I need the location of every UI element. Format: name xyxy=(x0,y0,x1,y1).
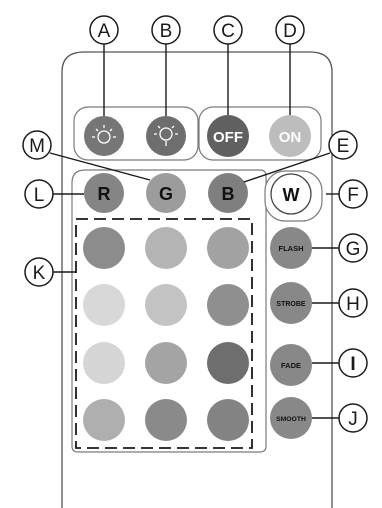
callout-b-circle xyxy=(151,15,181,45)
brightness-down-button-face[interactable] xyxy=(84,116,124,156)
callout-g-circle xyxy=(338,233,368,263)
brightness-down-icon xyxy=(92,125,116,144)
color-button-r2-c3[interactable] xyxy=(207,284,249,326)
callout-a: A xyxy=(89,15,119,45)
callout-b: B xyxy=(151,15,181,45)
blue-button-label: B xyxy=(222,184,235,204)
callout-i-circle xyxy=(338,348,368,378)
brightness-up-button[interactable] xyxy=(146,116,186,156)
off-button-label: OFF xyxy=(213,129,243,146)
callout-l-circle xyxy=(24,179,54,209)
remote-body-outline xyxy=(61,51,333,508)
color-button-r4-c1[interactable] xyxy=(83,399,125,441)
color-grid-region xyxy=(75,218,253,449)
green-button-face[interactable] xyxy=(146,173,186,213)
callout-k: K xyxy=(24,257,54,287)
callout-a-letter: A xyxy=(98,21,111,42)
callout-l: L xyxy=(24,179,54,209)
smooth-button-face[interactable] xyxy=(270,397,312,439)
callout-j-circle xyxy=(338,403,368,433)
brightness-down-button[interactable] xyxy=(84,116,124,156)
strobe-button-label: STROBE xyxy=(276,301,306,308)
callout-f: F xyxy=(338,179,368,209)
red-button-face[interactable] xyxy=(84,173,124,213)
white-button[interactable]: W xyxy=(270,173,312,215)
red-button[interactable]: R xyxy=(84,173,124,213)
leader-line-m xyxy=(49,152,151,181)
callout-d: D xyxy=(275,15,305,45)
brightness-up-button-face[interactable] xyxy=(146,116,186,156)
color-button-r4-c2[interactable] xyxy=(145,399,187,441)
callout-j: J xyxy=(338,403,368,433)
flash-button[interactable]: FLASH xyxy=(270,227,312,269)
callout-e-letter: E xyxy=(337,136,350,157)
blue-button[interactable]: B xyxy=(208,173,248,213)
color-button-r2-c1[interactable] xyxy=(83,284,125,326)
smooth-button[interactable]: SMOOTH xyxy=(270,397,312,439)
callout-m-circle xyxy=(22,130,52,160)
color-button-r1-c2[interactable] xyxy=(145,227,187,269)
callout-i-letter: I xyxy=(350,354,355,375)
blue-button-face[interactable] xyxy=(208,173,248,213)
color-button-r3-c1[interactable] xyxy=(83,342,125,384)
callout-c-circle xyxy=(213,15,243,45)
callout-g-letter: G xyxy=(346,239,361,260)
color-button-r3-c2[interactable] xyxy=(145,342,187,384)
callout-m: M xyxy=(22,130,52,160)
callout-k-circle xyxy=(24,257,54,287)
strobe-button-face[interactable] xyxy=(270,282,312,324)
callout-e: E xyxy=(328,130,358,160)
callout-f-letter: F xyxy=(347,185,359,206)
leader-lines xyxy=(49,44,339,419)
callout-d-letter: D xyxy=(283,21,297,42)
callout-c-letter: C xyxy=(221,21,235,42)
color-button-r3-c3[interactable] xyxy=(207,342,249,384)
off-button[interactable]: OFF xyxy=(207,115,249,157)
callout-c: C xyxy=(213,15,243,45)
on-button-label: ON xyxy=(279,129,302,146)
callout-j-letter: J xyxy=(348,409,358,430)
fade-button-face[interactable] xyxy=(270,344,312,386)
callout-i: I xyxy=(338,348,368,378)
callout-h-circle xyxy=(338,288,368,318)
callout-h: H xyxy=(338,288,368,318)
green-button[interactable]: G xyxy=(146,173,186,213)
on-button-face[interactable] xyxy=(269,115,311,157)
callout-f-circle xyxy=(338,179,368,209)
color-button-r1-c3[interactable] xyxy=(207,227,249,269)
color-button-r2-c2[interactable] xyxy=(145,284,187,326)
red-button-label: R xyxy=(98,184,111,204)
callout-e-circle xyxy=(328,130,358,160)
callout-g: G xyxy=(338,233,368,263)
flash-button-label: FLASH xyxy=(279,244,304,253)
flash-button-face[interactable] xyxy=(270,227,312,269)
brightness-up-icon xyxy=(154,125,178,146)
color-button-r4-c3[interactable] xyxy=(207,399,249,441)
white-button-face[interactable] xyxy=(270,173,312,215)
off-button-face[interactable] xyxy=(207,115,249,157)
callout-h-letter: H xyxy=(346,294,360,315)
strobe-button[interactable]: STROBE xyxy=(270,282,312,324)
callout-m-letter: M xyxy=(29,136,45,157)
on-button[interactable]: ON xyxy=(269,115,311,157)
callout-l-letter: L xyxy=(34,185,45,206)
leader-line-e xyxy=(243,152,331,183)
callout-b-letter: B xyxy=(160,21,173,42)
callout-a-circle xyxy=(89,15,119,45)
color-button-r1-c1[interactable] xyxy=(83,227,125,269)
smooth-button-label: SMOOTH xyxy=(276,416,306,423)
callout-d-circle xyxy=(275,15,305,45)
fade-button[interactable]: FADE xyxy=(270,344,312,386)
callout-k-letter: K xyxy=(33,263,46,284)
green-button-label: G xyxy=(159,184,173,204)
color-grid xyxy=(83,227,249,441)
white-button-label: W xyxy=(283,185,300,205)
fade-button-label: FADE xyxy=(281,361,301,370)
